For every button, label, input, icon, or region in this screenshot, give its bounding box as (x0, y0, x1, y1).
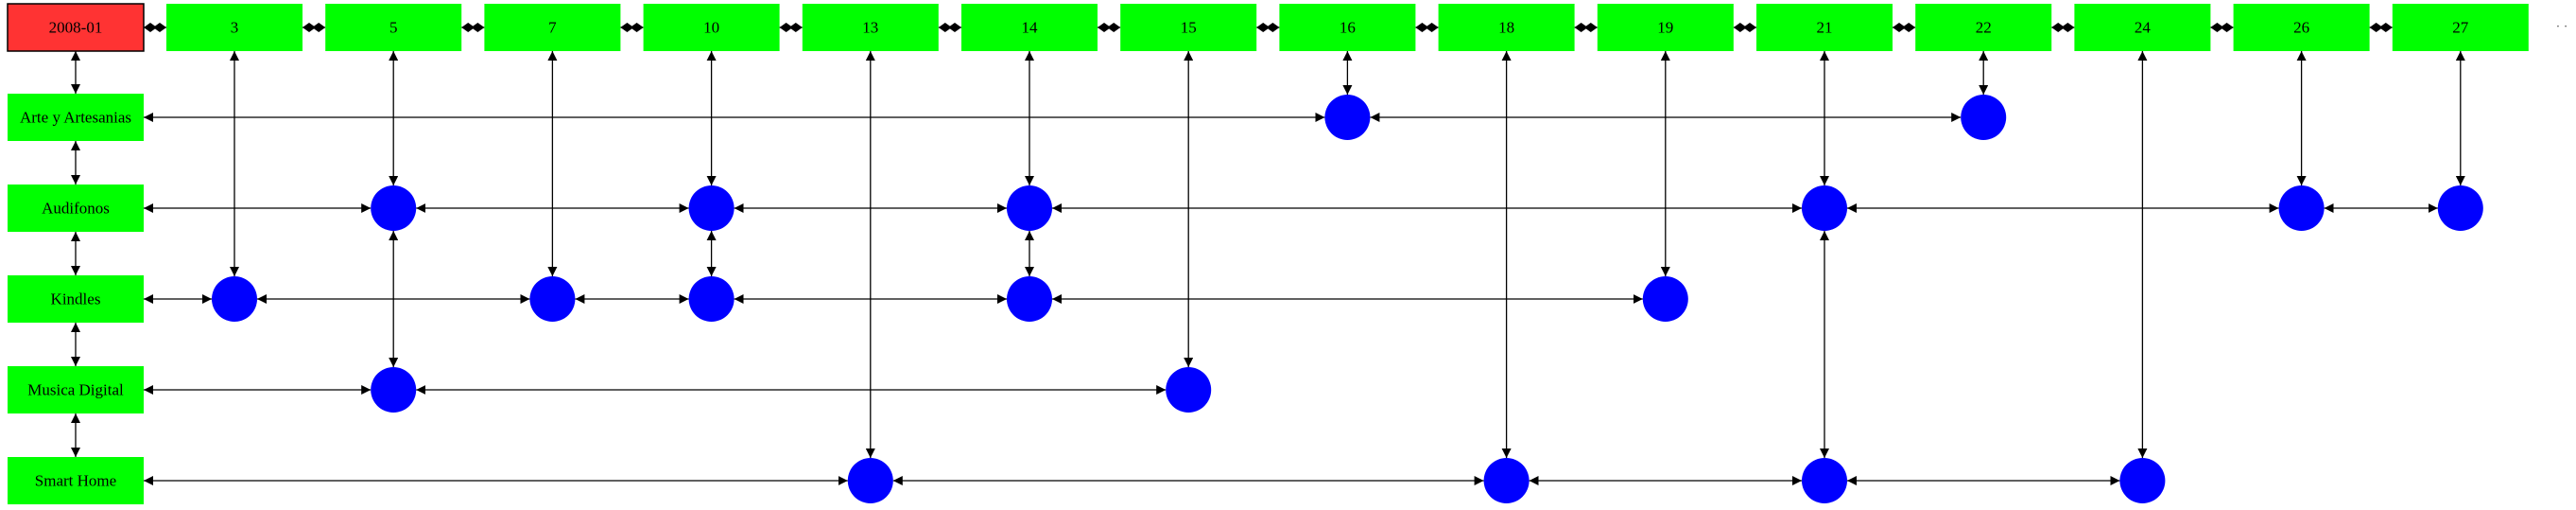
column-label-14: 14 (1022, 19, 1039, 37)
column-label-7: 7 (548, 19, 557, 37)
column-label-5: 5 (389, 19, 398, 37)
column-label-24: 24 (2135, 19, 2152, 37)
event-dot (1802, 185, 1847, 231)
continuation-marker: · · (2556, 21, 2568, 35)
column-label-26: 26 (2293, 19, 2309, 37)
event-dot (688, 276, 735, 322)
root-node: 2008-01 (7, 3, 145, 52)
column-box-21 (1756, 4, 1893, 51)
event-dot (1483, 458, 1530, 503)
event-dot (2278, 185, 2325, 231)
column-label-21: 21 (1817, 19, 1833, 37)
column-box-15 (1120, 4, 1257, 51)
event-dot (1961, 95, 2007, 140)
edges-layer (71, 23, 2465, 485)
column-box-27 (2392, 4, 2529, 51)
row-box (8, 275, 144, 323)
column-label-22: 22 (1976, 19, 1992, 37)
event-dot (1166, 367, 1212, 413)
column-box-19 (1597, 4, 1734, 51)
column-label-16: 16 (1340, 19, 1356, 37)
event-dot (1802, 458, 1847, 503)
column-label-13: 13 (862, 19, 878, 37)
column-label-3: 3 (231, 19, 239, 37)
column-label-15: 15 (1181, 19, 1197, 37)
column-box-5 (325, 4, 462, 51)
row-label: Kindles (51, 290, 101, 308)
column-box-24 (2074, 4, 2211, 51)
column-label-27: 27 (2452, 19, 2469, 37)
row-label: Arte y Artesanias (20, 109, 131, 127)
column-box-16 (1279, 4, 1416, 51)
column-box-22 (1915, 4, 2052, 51)
event-dot (1642, 276, 1688, 322)
event-dot (1324, 95, 1371, 140)
event-dot (529, 276, 576, 322)
column-box-10 (643, 4, 780, 51)
column-box-3 (166, 4, 303, 51)
column-box-7 (484, 4, 621, 51)
row-label: Smart Home (35, 472, 116, 490)
column-box-18 (1438, 4, 1575, 51)
row-label: Musica Digital (27, 381, 124, 399)
column-label-10: 10 (703, 19, 719, 37)
column-headers: 3 5 7 10 13 14 15 16 18 19 21 22 24 26 27 (166, 4, 2529, 51)
event-dot (847, 458, 893, 503)
root-box (7, 3, 145, 52)
column-box-13 (802, 4, 939, 51)
row-headers: Arte y ArtesaniasAudifonosKindlesMusica … (8, 94, 144, 504)
row-label: Audifonos (42, 200, 110, 218)
event-dot (1007, 185, 1052, 231)
event-dot (2437, 185, 2483, 231)
event-dot (2119, 458, 2166, 503)
column-box-26 (2233, 4, 2370, 51)
event-dot (371, 367, 417, 413)
event-dot (371, 185, 417, 231)
row-box (8, 457, 144, 504)
row-box (8, 94, 144, 141)
row-box (8, 185, 144, 232)
dots-layer (212, 95, 2483, 503)
event-dot (688, 185, 735, 231)
event-dot (212, 276, 257, 322)
column-box-14 (961, 4, 1098, 51)
column-label-18: 18 (1498, 19, 1514, 37)
column-label-19: 19 (1657, 19, 1673, 37)
event-dot (1007, 276, 1052, 322)
root-label: 2008-01 (49, 19, 103, 37)
row-box (8, 366, 144, 413)
